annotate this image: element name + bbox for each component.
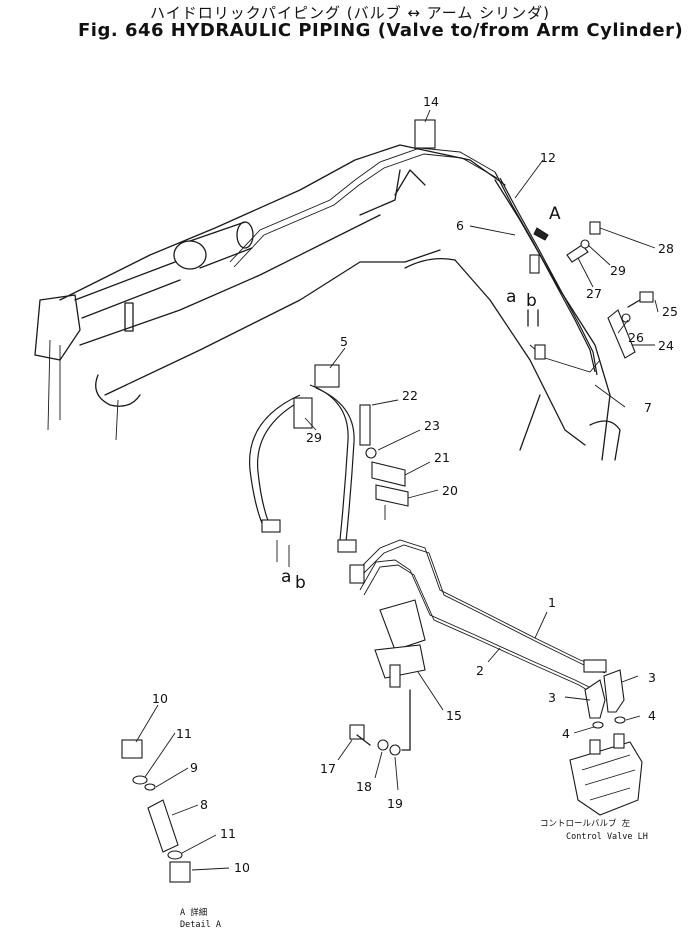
callout-10-bottom: 10 xyxy=(234,860,250,875)
leader-lines xyxy=(135,109,659,871)
callout-numbers: 14 12 6 28 29 27 25 26 24 7 5 29 22 23 2… xyxy=(152,94,678,875)
hose-end-a xyxy=(261,519,281,533)
callout-2: 2 xyxy=(476,663,484,678)
pipes-1-2 xyxy=(349,539,607,696)
label-a-lower: a xyxy=(281,567,291,587)
callout-12: 12 xyxy=(540,150,556,165)
part-18-nut xyxy=(389,744,401,756)
callout-14: 15 xyxy=(446,708,462,723)
part-24-bolt xyxy=(639,291,654,303)
callout-22: 23 xyxy=(424,418,440,433)
detail-caption-jp: A 詳細 xyxy=(180,907,207,918)
callout-20: 21 xyxy=(434,450,450,465)
part-3-elbow-left xyxy=(584,679,606,719)
control-valve-caption-jp: コントロールバルブ 左 xyxy=(540,818,631,829)
callout-6: 6 xyxy=(456,218,464,233)
view-arrow-A xyxy=(533,227,549,241)
label-b-lower: b xyxy=(295,573,306,593)
part-22-washer xyxy=(365,447,377,459)
callout-3-right: 3 xyxy=(648,670,656,685)
part-3-elbow-right xyxy=(603,669,625,713)
callout-27: 28 xyxy=(658,241,674,256)
callout-1: 1 xyxy=(548,595,556,610)
detail-caption-en: Detail A xyxy=(180,920,221,930)
part-21-bolt xyxy=(359,404,371,446)
callout-26: 27 xyxy=(586,286,602,301)
part-7-fitting xyxy=(534,344,546,360)
part-9-ring xyxy=(144,783,156,791)
callout-13: 14 xyxy=(423,94,439,109)
part-27-bolt xyxy=(589,221,601,235)
callout-17: 18 xyxy=(356,779,372,794)
view-labels: A a b a b xyxy=(281,204,561,593)
callout-5: 5 xyxy=(340,334,348,349)
part-28-washer xyxy=(580,239,590,249)
callout-4-right: 4 xyxy=(648,708,656,723)
callout-24: 25 xyxy=(662,304,678,319)
detail-A-components xyxy=(121,739,191,883)
part-11-oring-bottom xyxy=(167,850,183,860)
callout-29: 29 xyxy=(306,430,322,445)
callout-18: 19 xyxy=(387,796,403,811)
part-13-clamp xyxy=(414,119,436,149)
hose-end-b xyxy=(337,539,357,553)
callout-7: 7 xyxy=(644,400,652,415)
callout-10-top: 10 xyxy=(152,691,168,706)
label-a-upper: a xyxy=(506,287,516,307)
part-29-clamp xyxy=(293,397,313,429)
callout-4-left: 4 xyxy=(562,726,570,741)
callout-19: 20 xyxy=(442,483,458,498)
boom-piping xyxy=(229,119,601,376)
callout-15: 17 xyxy=(320,761,336,776)
pipe-end-right xyxy=(583,659,607,673)
part-15-bolt xyxy=(349,724,365,740)
figure-title-english: Fig. 646 HYDRAULIC PIPING (Valve to/from… xyxy=(78,20,684,41)
label-A: A xyxy=(549,204,561,224)
callout-8: 8 xyxy=(200,797,208,812)
callout-21: 22 xyxy=(402,388,418,403)
part-17-washer xyxy=(377,739,389,751)
bracket-14-and-fasteners xyxy=(349,599,426,756)
callout-23: 24 xyxy=(658,338,674,353)
callout-28: 29 xyxy=(610,263,626,278)
part-25-washer xyxy=(621,313,631,323)
callout-3-left: 3 xyxy=(548,690,556,705)
part-11-oring-top xyxy=(132,775,148,785)
part-5-label-tag xyxy=(314,364,340,388)
figure-title-japanese: ハイドロリックパイピング (バルブ ↔ アーム シリンダ) xyxy=(150,4,550,22)
part-4-oring-left xyxy=(592,721,604,729)
callout-11-bottom: 11 xyxy=(220,826,236,841)
part-8-sleeve xyxy=(147,799,179,853)
captions: コントロールバルブ 左 Control Valve LH A 詳細 Detail… xyxy=(180,818,648,930)
clamp-parts xyxy=(359,404,409,520)
hoses-part-5 xyxy=(248,364,357,553)
part-a-fitting xyxy=(529,254,540,274)
boom-arm-structure xyxy=(34,144,621,461)
part-10-union-bottom xyxy=(169,861,191,883)
part-20-clamp xyxy=(371,461,406,487)
part-10-union-top xyxy=(121,739,143,759)
callout-9: 9 xyxy=(190,760,198,775)
part-4-oring-right xyxy=(614,716,626,724)
part-23-bracket xyxy=(607,309,636,359)
pipe-end-left xyxy=(349,564,365,584)
part-19-clamp xyxy=(375,484,409,507)
label-b-upper: b xyxy=(526,291,537,311)
part-26-clamp xyxy=(566,244,589,263)
control-valve-caption-en: Control Valve LH xyxy=(566,832,648,842)
callout-25: 26 xyxy=(628,330,644,345)
control-valve-assembly xyxy=(569,669,643,816)
callout-11-top: 11 xyxy=(176,726,192,741)
